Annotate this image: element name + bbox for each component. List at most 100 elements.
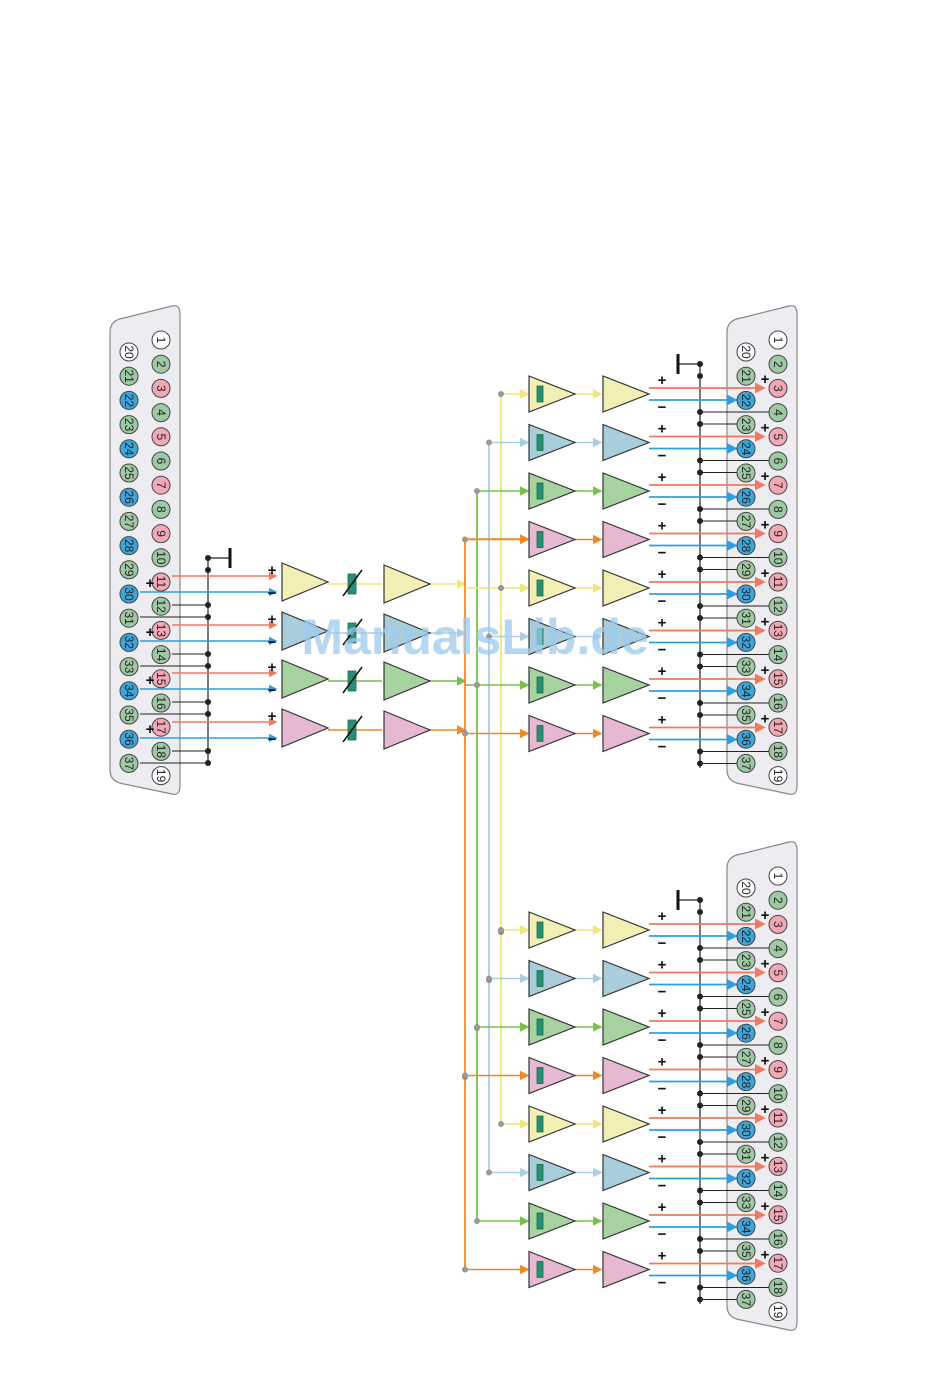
pins-layer: 1234567891011121314151617181920212223242… [119, 330, 788, 1322]
input-connector-pin-26: 26 [119, 487, 139, 507]
pin-number: 37 [739, 1293, 753, 1307]
pin-number: 28 [739, 539, 753, 553]
minus-sign: − [268, 682, 277, 699]
output-connector-a-pin-23: 23 [736, 415, 756, 435]
pin-number: 37 [739, 757, 753, 771]
pin-circle [119, 342, 139, 362]
pin-circle [768, 645, 788, 665]
output-connector-b-pin-4: 4 [768, 939, 788, 959]
pin-number: 8 [771, 1042, 785, 1049]
input-buffer-amp-pink [383, 710, 432, 750]
pin-circle [736, 1072, 756, 1092]
pin-number: 28 [122, 539, 136, 553]
output-connector-b-pin-30: 30 [736, 1120, 756, 1140]
plus-sign: + [268, 611, 277, 628]
output-connector-a-pin-9: 9 [768, 524, 788, 544]
output-a-output-amp-green [602, 472, 651, 510]
output-connector-b-pin-10: 10 [768, 1084, 788, 1104]
pin-circle [119, 439, 139, 459]
input-connector-pin-27: 27 [119, 511, 139, 531]
junction-dot [697, 1139, 703, 1145]
output-b-output-amp-pink [602, 1250, 651, 1289]
pin-circle [736, 1096, 756, 1116]
pin-number: 23 [122, 418, 136, 432]
output-connector-a-pin-24: 24 [736, 439, 756, 459]
plus-sign: + [658, 566, 667, 583]
pin-number: 13 [771, 1160, 785, 1174]
output-connector-b-pin-37: 37 [736, 1289, 756, 1309]
junction-dot [697, 409, 703, 415]
pin-number: 10 [771, 551, 785, 565]
output-connector-b-pin-6: 6 [768, 987, 788, 1007]
junction-dot [697, 1054, 703, 1060]
pin-number: 24 [122, 442, 136, 456]
pin-circle [119, 608, 139, 628]
output-b-input-amp-pink [528, 1056, 577, 1095]
output-connector-a-pin-10: 10 [768, 548, 788, 568]
pin-plus-sign: + [761, 1198, 770, 1215]
input-connector-pin-23: 23 [119, 415, 139, 435]
pin-number: 25 [739, 1002, 753, 1016]
junction-dot [205, 602, 211, 608]
input-connector-pin-31: 31 [119, 608, 139, 628]
pin-number: 21 [122, 370, 136, 384]
pin-plus-sign: + [761, 907, 770, 924]
output-connector-b-pin-13: 13 [768, 1156, 788, 1176]
pin-circle [119, 487, 139, 507]
level-bar-icon [536, 628, 544, 645]
output-a-input-amp-green [528, 472, 577, 510]
pin-number: 8 [771, 506, 785, 513]
pin-plus-sign: + [761, 468, 770, 485]
pin-number: 12 [154, 600, 168, 614]
pin-circle [736, 632, 756, 652]
pin-circle [768, 766, 788, 786]
pin-plus-sign: + [146, 721, 155, 738]
pin-number: 1 [154, 337, 168, 344]
pin-circle [768, 1132, 788, 1152]
output-b-output-amp-green [602, 1008, 651, 1046]
junction-dot [205, 760, 211, 766]
output-connector-a-pin-8: 8 [768, 499, 788, 519]
pin-circle [119, 753, 139, 773]
pin-circle [736, 1168, 756, 1188]
pin-circle [119, 632, 139, 652]
pin-circle [151, 596, 171, 616]
output-connector-b-pin-5: 5 [768, 963, 788, 983]
junction-dot [498, 585, 504, 591]
junction-dot [697, 615, 703, 621]
output-b-input-amp-blue [528, 1153, 577, 1192]
pin-number: 11 [771, 576, 785, 589]
pin-number: 21 [739, 906, 753, 920]
pin-number: 37 [122, 757, 136, 771]
pin-number: 18 [154, 745, 168, 759]
pin-number: 4 [154, 409, 168, 416]
pin-circle [768, 1108, 788, 1128]
pin-circle [768, 1035, 788, 1055]
output-connector-a-pin-25: 25 [736, 463, 756, 483]
pin-circle [736, 487, 756, 507]
pin-circle [151, 693, 171, 713]
pin-number: 15 [771, 1208, 785, 1222]
pin-number: 2 [771, 897, 785, 904]
pin-number: 31 [739, 1148, 753, 1162]
pin-circle [768, 1011, 788, 1031]
pin-circle [736, 1023, 756, 1043]
pin-number: 30 [122, 587, 136, 601]
connectors-layer [109, 305, 798, 1331]
plus-sign: + [658, 663, 667, 680]
output-b-input-amp-green [528, 1202, 577, 1240]
output-connector-b-pin-32: 32 [736, 1168, 756, 1188]
pin-number: 12 [771, 1136, 785, 1150]
input-connector-pin-21: 21 [119, 366, 139, 386]
pin-circle [768, 596, 788, 616]
junction-dot [697, 1236, 703, 1242]
input-connector-pin-2: 2 [151, 354, 171, 374]
junction-dot [697, 361, 703, 367]
junction-dot [474, 1024, 480, 1030]
output-b-input-amp-blue [528, 959, 577, 998]
output-connector-b-pin-26: 26 [736, 1023, 756, 1043]
junction-dot [697, 712, 703, 718]
output-connector-a-pin-31: 31 [736, 608, 756, 628]
pin-number: 9 [154, 530, 168, 537]
pin-number: 2 [771, 361, 785, 368]
